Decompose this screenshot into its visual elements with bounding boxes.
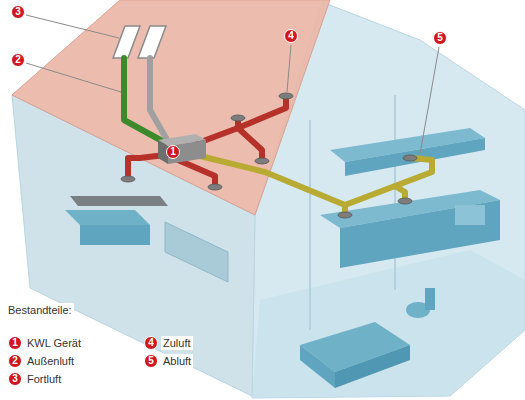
supply-air-duct [238,128,262,158]
callout-number: 1 [9,337,21,349]
leader-line [26,15,119,38]
kitchen-counter [340,200,500,268]
kitchen-cabinet [455,205,485,225]
roof-vent [138,26,166,58]
cabinet [70,196,168,206]
extract-air-duct [345,186,405,205]
callout-badge: 3 [8,372,22,386]
callout-badge: 4 [284,29,298,43]
roof [12,0,330,215]
bathtub [335,345,410,388]
legend-text: Außenluft [27,355,74,367]
floor [252,250,525,398]
window [165,222,228,282]
callout-badge: 1 [8,336,22,350]
air-diffuser [403,155,417,161]
callout-number: 4 [145,337,157,349]
legend-entry: Abluft [161,354,193,368]
callout-badge: 5 [433,31,447,45]
sofa [80,225,150,245]
callout-badge: 3 [11,5,25,19]
callout-badge: 1 [166,145,180,159]
callout-badge: 2 [8,354,22,368]
toilet [425,288,435,310]
interior-wall [309,120,311,330]
roof-vent [113,26,140,58]
air-diffuser [208,184,222,190]
legend-entry: Fortluft [25,372,63,386]
leader-line [287,45,291,92]
bathtub [300,345,335,388]
legend-text: Zuluft [163,337,191,349]
kitchen-cabinet [345,138,485,176]
legend-text: Fortluft [27,373,61,385]
callout-number: 2 [9,355,21,367]
air-diffuser [338,212,352,218]
callout-badge: 2 [11,53,25,67]
sofa [65,210,150,225]
callout-number: 3 [12,6,24,18]
air-diffuser [279,93,293,99]
legend-entry: KWL Gerät [25,336,83,350]
callout-number: 5 [434,32,446,44]
legend-text: Abluft [163,355,191,367]
extract-air-duct [200,156,345,212]
legend-text: KWL Gerät [27,337,81,349]
callout-number: 3 [9,373,21,385]
callout-number: 1 [167,146,179,158]
air-diffuser [255,158,269,164]
callout-badge: 5 [144,354,158,368]
leader-line [420,47,439,154]
legend-entry: Außenluft [25,354,76,368]
callout-number: 4 [285,30,297,42]
leader-line [26,63,121,92]
air-diffuser [231,115,245,121]
interior-wall [394,95,396,290]
legend-heading: Bestandteile: [6,303,74,317]
supply-air-duct [238,98,286,128]
air-diffuser [398,198,412,204]
callout-number: 5 [145,355,157,367]
callout-badge: 4 [144,336,158,350]
legend-entry: Zuluft [161,336,193,350]
callout-number: 2 [12,54,24,66]
ventilation-unit [168,140,206,164]
extract-air-duct [395,158,432,186]
air-diffuser [121,176,135,182]
exhaust-air-duct [150,58,166,138]
supply-air-duct [178,160,215,184]
